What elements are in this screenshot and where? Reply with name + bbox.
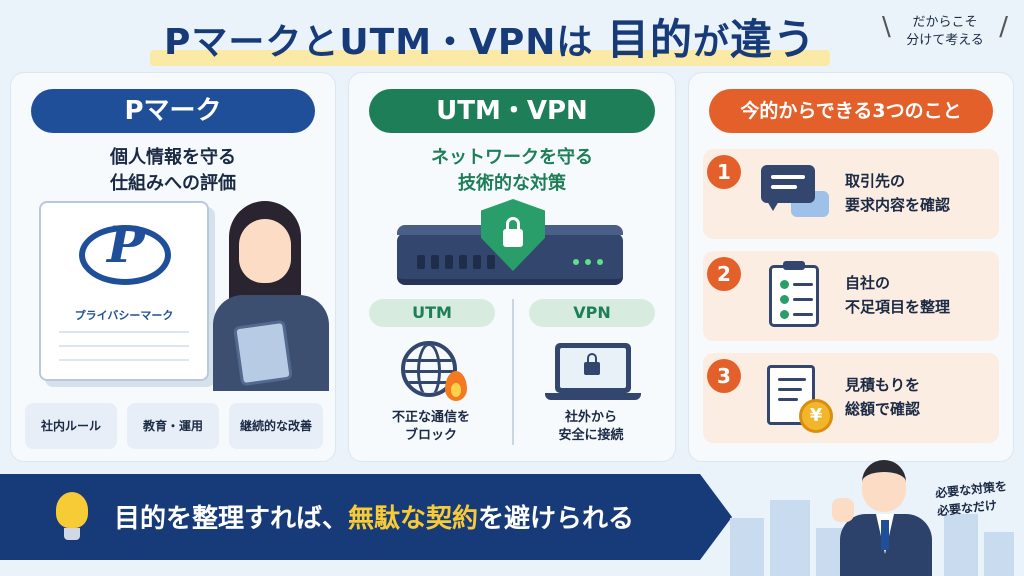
step-item: 1 取引先の 要求内容を確認	[703, 149, 999, 239]
step-item: 3 ¥ 見積もりを 総額で確認	[703, 353, 999, 443]
privacy-mark-book-icon: P プライバシーマーク	[39, 201, 209, 381]
step-item: 2 自社の 不足項目を整理	[703, 251, 999, 341]
step-number: 3	[707, 359, 741, 393]
checklist-icon	[755, 261, 835, 329]
utm-vpn-panel: UTM・VPN ネットワークを守る 技術的な対策 UTM VPN 不正な通信	[348, 72, 676, 462]
chip-education: 教育・運用	[127, 403, 219, 449]
laptop-lock-icon	[555, 343, 631, 393]
title-text: PマークとUTM・VPNは 目的が違う	[164, 15, 816, 64]
step-text: 自社の 不足項目を整理	[845, 274, 951, 316]
utm-vpn-header: UTM・VPN	[369, 89, 655, 133]
steps-panel: 今的からできる3つのこと 1 取引先の 要求内容を確認 2 自社の	[688, 72, 1014, 462]
vpn-caption: 社外から 安全に接続	[558, 410, 624, 443]
yen-coin-icon: ¥	[799, 399, 833, 433]
pmark-subtitle: 個人情報を守る 仕組みへの評価	[110, 147, 236, 194]
summary-banner	[0, 474, 732, 560]
pmark-header: Pマーク	[31, 89, 315, 133]
side-note: \ だからこそ 分けて考える /	[882, 12, 1008, 48]
document-yen-icon: ¥	[755, 365, 835, 433]
globe-icon	[401, 341, 457, 397]
p-logo-icon	[79, 225, 171, 285]
steps-header: 今的からできる3つのこと	[709, 89, 993, 133]
chip-rules: 社内ルール	[25, 403, 117, 449]
step-number: 2	[707, 257, 741, 291]
title-highlight	[150, 50, 830, 66]
vpn-label: VPN	[529, 299, 655, 327]
utm-caption: 不正な通信を ブロック	[391, 410, 470, 443]
woman-illustration-icon	[207, 201, 335, 391]
utm-vpn-subtitle: ネットワークを守る 技術的な対策	[431, 147, 593, 194]
lightbulb-icon	[56, 492, 88, 528]
step-number: 1	[707, 155, 741, 189]
pmark-panel: Pマーク 個人情報を守る 仕組みへの評価 P プライバシーマーク 社内ルール 教…	[10, 72, 336, 462]
book-label: プライバシーマーク	[74, 309, 174, 322]
fire-icon	[445, 371, 467, 401]
chat-bubbles-icon	[755, 161, 835, 227]
banner-text: 目的を整理すれば、無駄な契約を避けられる	[114, 504, 635, 534]
step-text: 取引先の 要求内容を確認	[845, 172, 951, 214]
step-text: 見積もりを 総額で確認	[845, 376, 921, 418]
chip-improvement: 継続的な改善	[229, 403, 323, 449]
divider	[512, 299, 514, 445]
page-title: PマークとUTM・VPNは 目的が違う	[130, 12, 850, 70]
businessman-icon	[832, 460, 936, 576]
utm-label: UTM	[369, 299, 495, 327]
